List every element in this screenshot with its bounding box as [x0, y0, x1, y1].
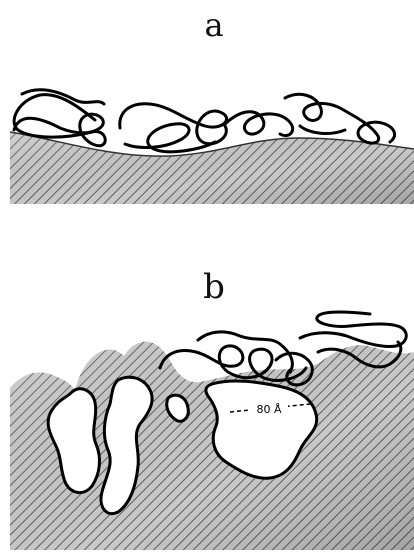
- polymer-chain: [300, 126, 345, 133]
- panel-b-label: b: [203, 267, 225, 307]
- polymer-chain: [285, 94, 395, 143]
- panel-a: a: [10, 6, 414, 204]
- polymer-chain: [198, 332, 292, 372]
- polymer-chain: [300, 312, 406, 347]
- panel-b: b 80 Å: [10, 267, 414, 550]
- panel-a-label: a: [204, 6, 223, 44]
- polymer-chain: [125, 124, 215, 152]
- polymer-chain: [225, 112, 293, 136]
- pore-size-label: 80 Å: [256, 403, 281, 416]
